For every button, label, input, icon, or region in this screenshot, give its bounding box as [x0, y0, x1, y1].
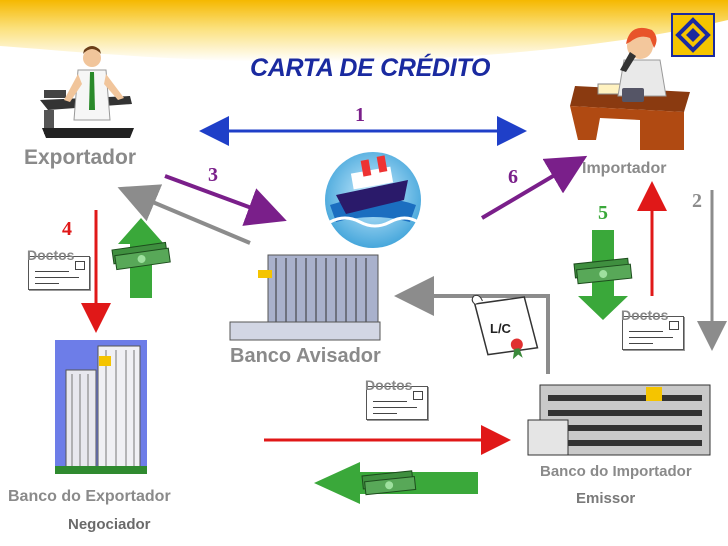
banco-exportador-label: Banco do Exportador — [8, 488, 171, 505]
step-6-number: 6 — [508, 166, 518, 188]
docs-label: Doctos — [27, 247, 75, 263]
step-3-number: 3 — [208, 164, 218, 186]
arrow-step-6 — [480, 155, 588, 220]
exporter-person-icon — [40, 46, 134, 138]
importer-person-icon — [570, 27, 690, 150]
docs-label: Doctos — [365, 377, 413, 393]
bank-building-icon — [55, 340, 147, 474]
emissor-label: Emissor — [576, 490, 636, 507]
header-band — [0, 0, 728, 62]
step-4-number: 4 — [62, 218, 72, 240]
arrow-gray-return — [117, 184, 251, 245]
negociador-label: Negociador — [68, 516, 151, 533]
importador-label: Importador — [582, 160, 667, 177]
bank-building-icon — [229, 254, 381, 341]
money-icon — [111, 241, 171, 271]
arrow-step-3 — [164, 174, 287, 226]
money-icon — [573, 257, 633, 285]
exportador-label: Exportador — [24, 146, 137, 169]
letter-of-credit-icon — [471, 294, 539, 360]
lc-label: L/C — [490, 321, 512, 336]
step-5-number: 5 — [598, 202, 608, 224]
docs-label: Doctos — [621, 307, 669, 323]
page-title: CARTA DE CRÉDITO — [250, 54, 491, 82]
banco-avisador-label: Banco Avisador — [230, 345, 381, 367]
step-2-number: 2 — [692, 190, 702, 212]
document-docs-importer: Doctos — [621, 307, 684, 350]
bank-building-icon — [527, 384, 711, 456]
money-icon — [361, 470, 417, 496]
document-docs-exporter: Doctos — [27, 247, 90, 290]
banco-importador-label: Banco do Importador — [540, 463, 692, 480]
step-1-number: 1 — [355, 104, 365, 126]
ship-icon — [325, 152, 421, 248]
document-docs-avisador: Doctos — [365, 377, 428, 420]
banco-do-brasil-logo-icon — [671, 13, 715, 57]
arrow-lc-path — [394, 276, 550, 374]
